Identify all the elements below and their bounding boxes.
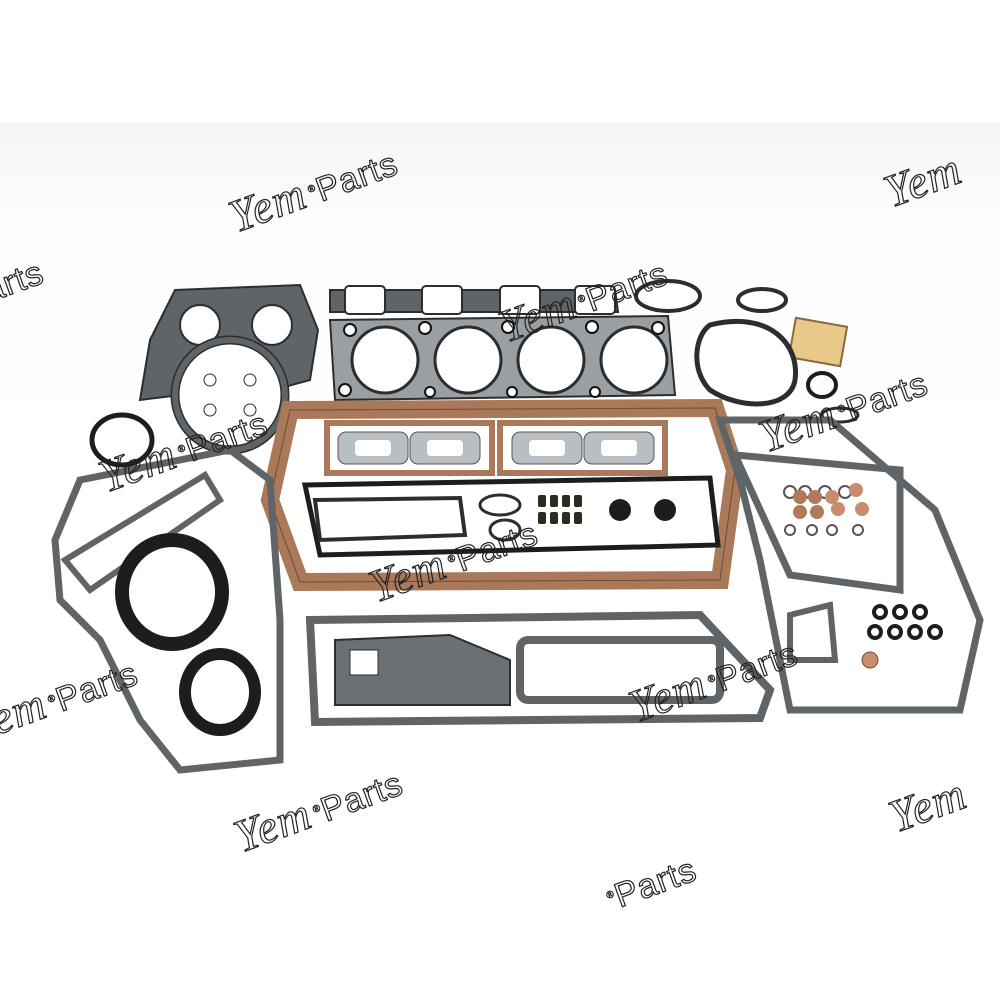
copper-washer-large — [861, 651, 879, 669]
o-rings-right — [867, 604, 943, 640]
copper-washers — [783, 483, 869, 536]
o-ring-small — [806, 371, 838, 399]
brass-shim — [787, 316, 849, 368]
rear-cover-gasket — [715, 416, 984, 714]
thermostat-gasket — [634, 279, 702, 313]
inner-cover-gasket — [60, 470, 225, 595]
small-flange-gasket — [736, 287, 788, 313]
inner-gasket-right — [729, 450, 904, 595]
rubber-grommet-2 — [654, 499, 676, 521]
intake-manifold-gaskets — [324, 420, 668, 476]
front-crank-seal — [115, 533, 229, 651]
timing-case-gasket — [51, 446, 284, 774]
o-ring — [89, 412, 155, 468]
oil-cooler-gasket — [312, 495, 468, 543]
triangle-gasket — [787, 601, 839, 663]
rocker-cover-gasket — [301, 475, 721, 558]
rear-crank-seal — [179, 648, 261, 736]
valve-stem-seals — [538, 495, 582, 524]
rubber-grommet — [609, 499, 631, 521]
exhaust-manifold-gasket — [329, 285, 620, 315]
side-cover-gasket — [305, 610, 775, 727]
cylinder-head-gasket — [328, 314, 677, 402]
water-pump-gasket — [694, 318, 799, 407]
pump-gasket — [170, 335, 290, 455]
small-gasket-2 — [488, 518, 522, 542]
small-gasket — [478, 493, 522, 517]
